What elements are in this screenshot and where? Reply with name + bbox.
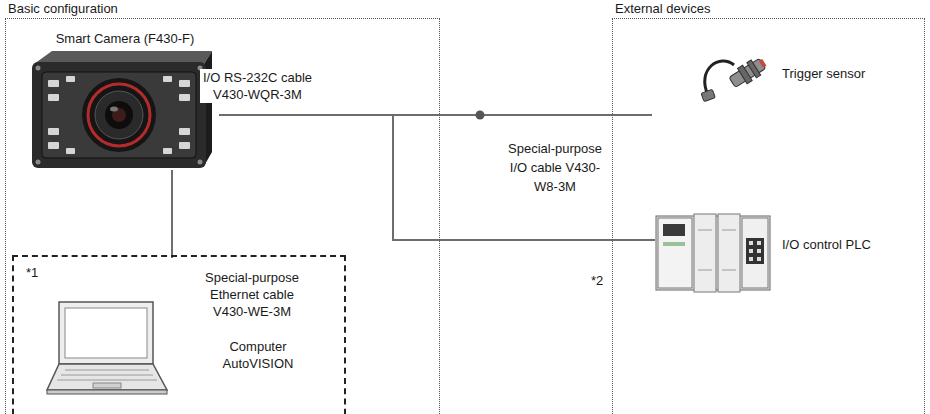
illustration-part	[61, 375, 153, 376]
illustration-part	[198, 160, 203, 165]
illustration-part	[47, 390, 167, 394]
text-slot: Trigger sensor	[782, 65, 865, 82]
text-slot: External devices	[615, 0, 710, 17]
text-slot: Special-purpose I/O cable V430-W8-3M	[501, 139, 609, 196]
laptop-illustration	[45, 300, 169, 398]
illustration-part	[65, 370, 149, 371]
illustration-part	[749, 249, 753, 253]
camera-device: Smart Camera (F430-F)	[25, 28, 219, 170]
cable-line	[171, 170, 173, 258]
illustration-part	[759, 59, 767, 68]
illustration-part	[163, 148, 172, 154]
illustration-part	[48, 80, 59, 87]
plc-device: I/O control PLC	[655, 205, 895, 295]
illustration-part	[698, 270, 712, 271]
text-slot: Special-purpose Ethernet cable V430-WE-3…	[198, 269, 306, 320]
illustration-part	[48, 142, 59, 149]
cable-label: Special-purpose Ethernet cable V430-WE-3…	[198, 269, 306, 320]
illustration-part	[749, 241, 761, 261]
camera-illustration	[28, 48, 214, 170]
illustration-part	[57, 370, 157, 380]
illustration-part	[747, 60, 761, 78]
illustration-part	[179, 128, 190, 135]
device-label: Smart Camera (F430-F)	[35, 30, 215, 47]
illustration-part	[65, 308, 147, 358]
illustration-part	[663, 242, 685, 246]
illustration-part	[701, 89, 715, 102]
illustration-part	[746, 238, 764, 264]
illustration-part	[757, 241, 761, 245]
illustration-part	[66, 76, 75, 82]
illustration-part	[59, 302, 153, 364]
illustration-part	[47, 364, 167, 390]
cable-line	[219, 115, 655, 240]
illustration-part	[163, 76, 172, 82]
illustration-part	[48, 76, 190, 154]
illustration-part	[66, 148, 75, 154]
illustration-part	[179, 94, 190, 101]
region-heading: External devices	[615, 0, 710, 17]
illustration-part	[742, 218, 768, 288]
illustration-part	[749, 257, 753, 261]
illustration-part	[722, 230, 736, 231]
illustration-part	[729, 58, 766, 87]
illustration-part	[36, 160, 41, 165]
device-label: Computer AutoVISION	[208, 338, 308, 372]
text-slot: *1	[26, 264, 38, 281]
cable-label: I/O RS-232C cable V430-WQR-3M	[200, 69, 315, 103]
region-band: Basic configurationSmart Camera (F430-F)…	[5, 0, 440, 414]
illustration-part	[110, 107, 118, 112]
plc-illustration	[655, 210, 773, 294]
text-slot: Basic configuration	[8, 0, 118, 17]
illustration-part	[663, 224, 685, 236]
illustration-part	[82, 78, 156, 152]
text-slot: *2	[591, 272, 603, 289]
sensor-device: Trigger sensor	[652, 40, 892, 120]
illustration-part	[105, 101, 133, 129]
sensor-illustration	[698, 47, 770, 105]
text-slot: I/O RS-232C cable V430-WQR-3M	[200, 69, 315, 103]
region-heading: Basic configuration	[8, 0, 118, 17]
text-slot: Smart Camera (F430-F)	[35, 30, 215, 47]
illustration-part	[722, 270, 736, 271]
note-marker: *2	[591, 272, 603, 289]
cable-label: Special-purpose I/O cable V430-W8-3M	[501, 139, 609, 196]
illustration-part	[698, 230, 712, 231]
illustration-part	[698, 230, 736, 270]
illustration-part	[757, 257, 761, 261]
illustration-part	[36, 66, 41, 71]
illustration-part	[88, 84, 150, 146]
illustration-part	[718, 214, 740, 292]
region-outline	[612, 18, 925, 414]
illustration-part	[48, 94, 59, 101]
illustration-part	[727, 55, 769, 90]
illustration-part	[93, 383, 121, 388]
illustration-part	[658, 218, 692, 288]
illustration-part	[749, 241, 753, 245]
text-slot: I/O control PLC	[782, 236, 871, 253]
device-label: I/O control PLC	[782, 236, 871, 253]
region-band: External devicesTrigger sensorI/O contro…	[612, 0, 925, 414]
illustration-part	[32, 62, 206, 168]
illustration-part	[476, 111, 485, 120]
illustration-part	[48, 128, 59, 135]
illustration-part	[179, 142, 190, 149]
junction-dot	[470, 105, 490, 125]
text-slot: Computer AutoVISION	[208, 338, 308, 372]
illustration-part	[179, 80, 190, 87]
device-label: Trigger sensor	[782, 65, 865, 82]
note-marker: *1	[26, 264, 38, 281]
illustration-part	[42, 72, 196, 158]
illustration-part	[694, 214, 716, 292]
illustration-part	[57, 380, 157, 381]
illustration-part	[36, 66, 203, 165]
illustration-part	[95, 91, 143, 139]
illustration-part	[757, 249, 761, 253]
